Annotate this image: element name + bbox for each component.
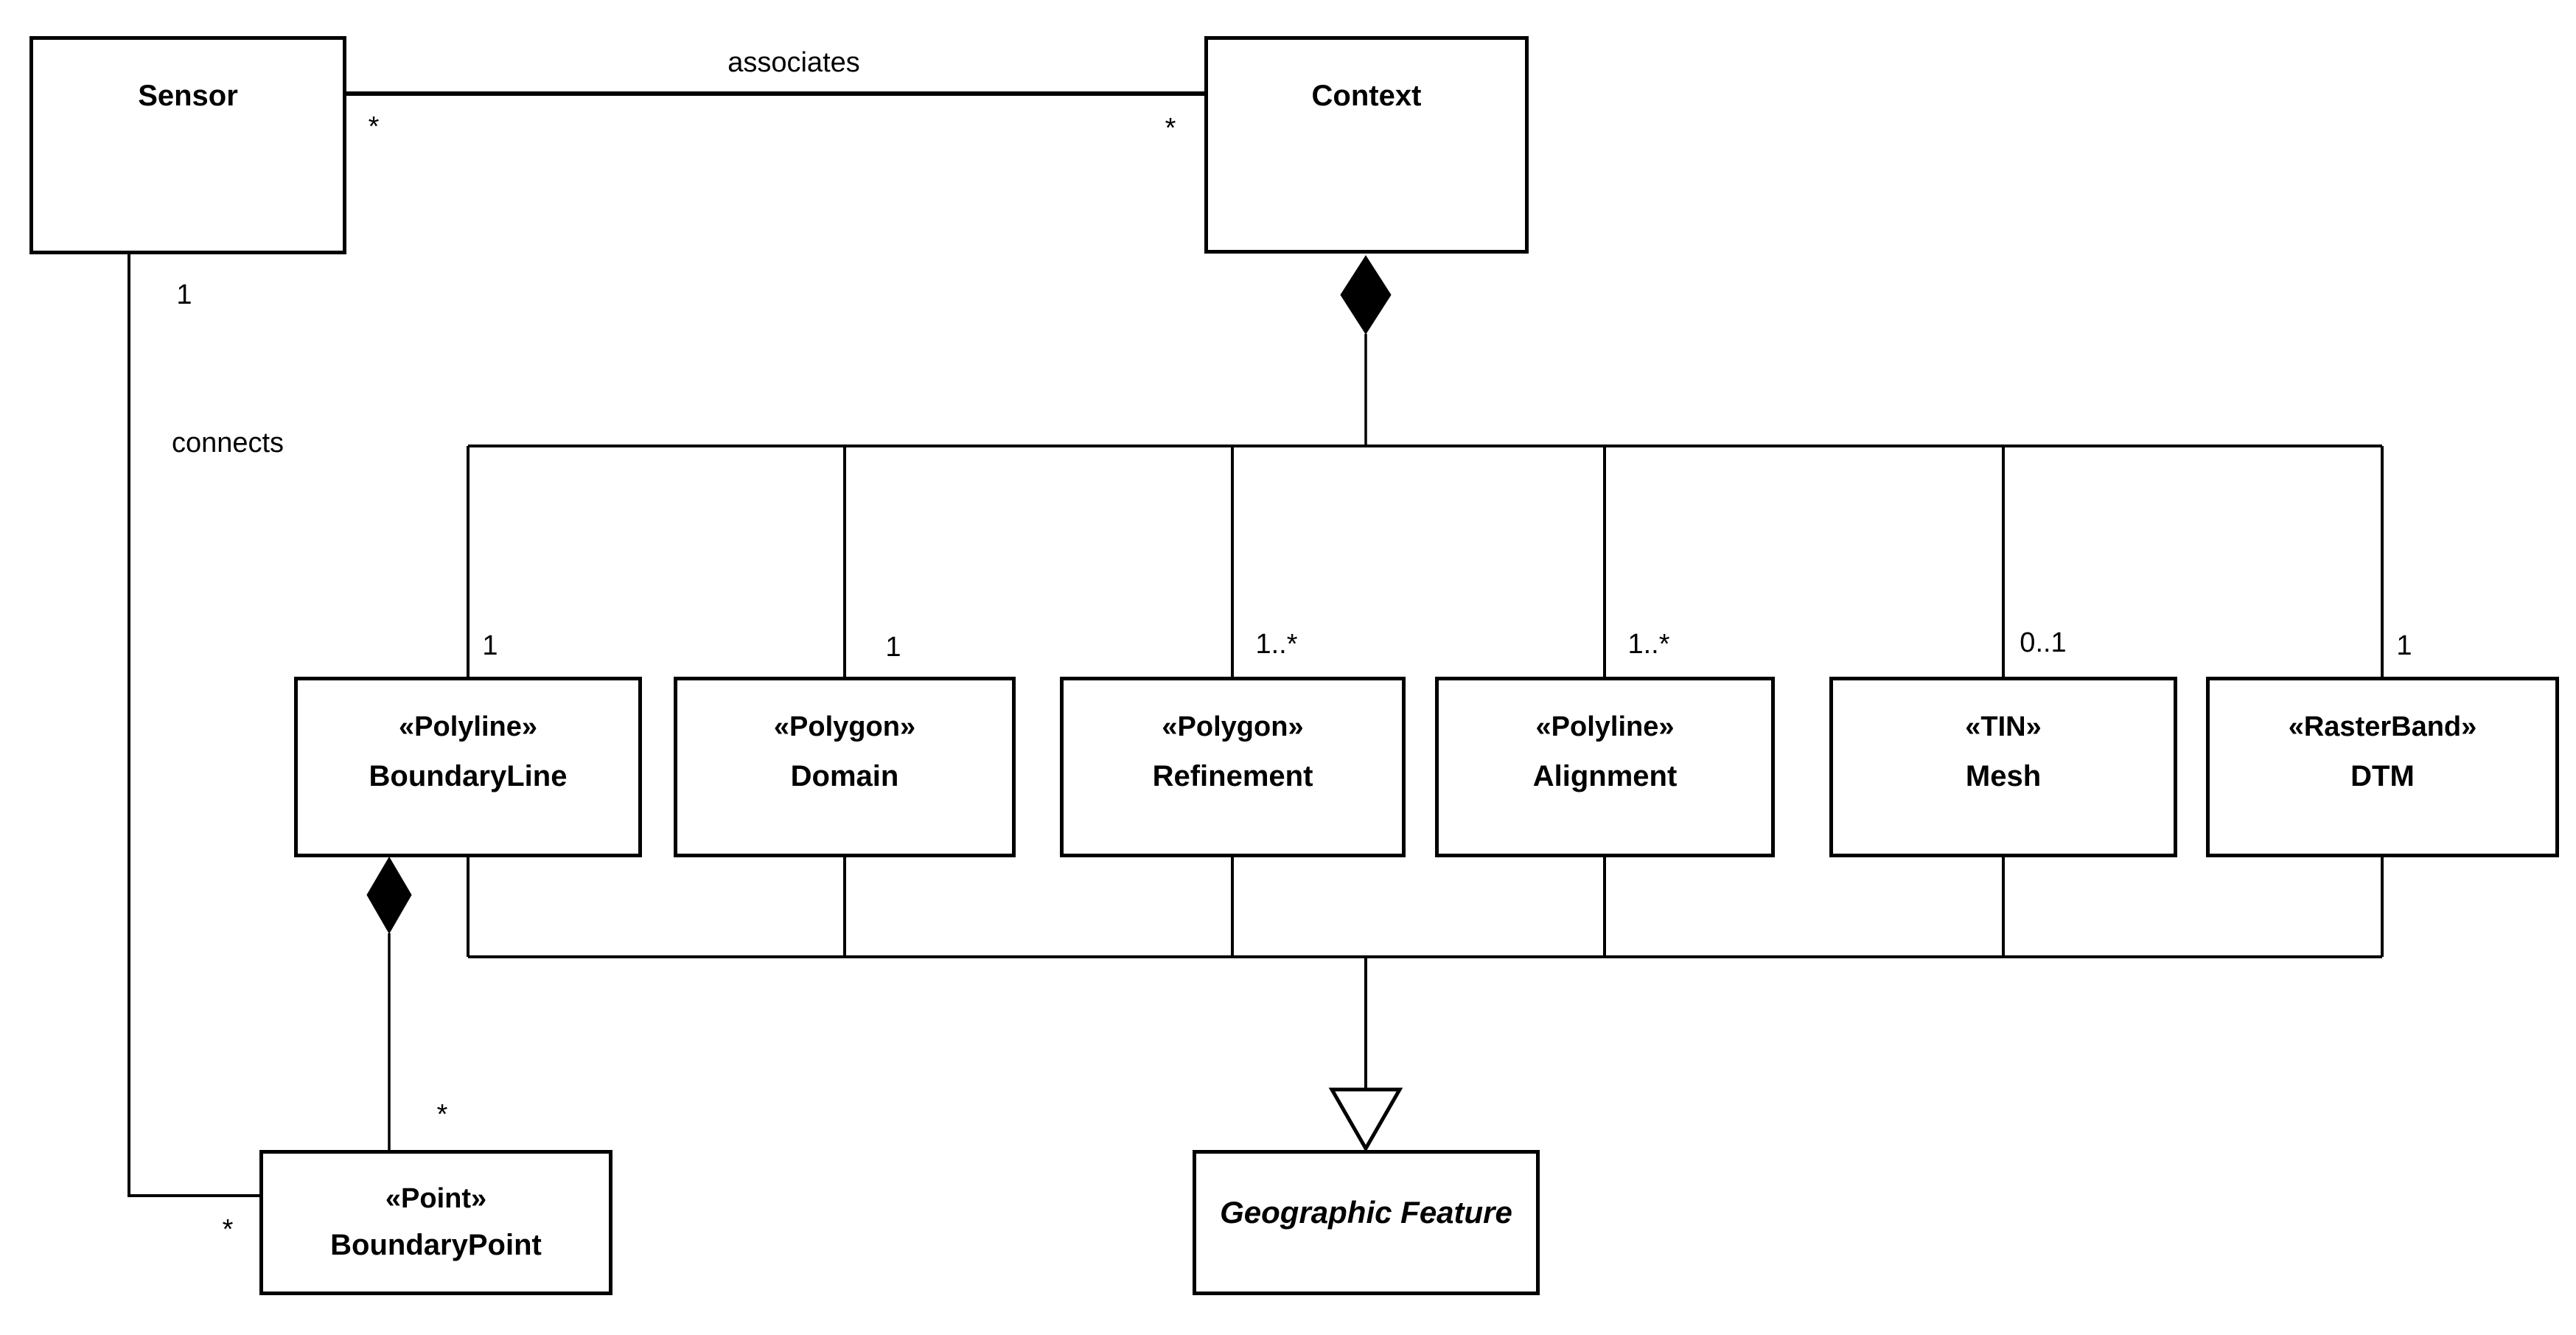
associates-label: associates <box>727 47 860 78</box>
class-refinement: «Polygon» Refinement <box>1060 677 1406 857</box>
class-name-mesh: Mesh <box>1965 760 2042 792</box>
class-domain: «Polygon» Domain <box>674 677 1016 857</box>
mult-mesh: 0..1 <box>2020 627 2067 658</box>
mult-dtm: 1 <box>2396 630 2412 661</box>
class-name-refinement: Refinement <box>1152 760 1313 792</box>
associates-mult-context: * <box>1165 113 1176 144</box>
stereotype-domain: «Polygon» <box>773 711 916 742</box>
class-alignment: «Polyline» Alignment <box>1435 677 1775 857</box>
class-name-sensor: Sensor <box>138 80 238 112</box>
class-mesh: «TIN» Mesh <box>1829 677 2177 857</box>
connects-label: connects <box>171 428 285 459</box>
class-name-dtm: DTM <box>2350 760 2415 792</box>
mult-boundarypoint-composition: * <box>436 1099 448 1130</box>
class-name-boundarypoint: BoundaryPoint <box>330 1229 542 1261</box>
generalization-triangle-icon <box>1328 1087 1403 1153</box>
connects-mult-boundarypoint: * <box>222 1214 234 1245</box>
context-composition-diamond-icon <box>1340 255 1392 335</box>
stereotype-mesh: «TIN» <box>1965 711 2042 742</box>
class-name-domain: Domain <box>790 760 899 792</box>
class-name-boundaryline: BoundaryLine <box>369 760 568 792</box>
mult-boundaryline: 1 <box>482 630 498 661</box>
boundaryline-composition-diamond-icon <box>366 857 412 935</box>
class-sensor: Sensor <box>29 36 346 254</box>
associates-mult-sensor: * <box>368 111 380 142</box>
stereotype-refinement: «Polygon» <box>1162 711 1304 742</box>
class-dtm: «RasterBand» DTM <box>2206 677 2559 857</box>
stereotype-boundarypoint: «Point» <box>385 1183 487 1214</box>
mult-refinement: 1..* <box>1255 629 1298 660</box>
class-boundaryline: «Polyline» BoundaryLine <box>294 677 642 857</box>
class-name-geographic-feature: Geographic Feature <box>1220 1195 1512 1230</box>
class-name-context: Context <box>1311 80 1422 112</box>
stereotype-alignment: «Polyline» <box>1535 711 1675 742</box>
mult-domain: 1 <box>885 632 901 663</box>
class-context: Context <box>1204 36 1529 254</box>
stereotype-dtm: «RasterBand» <box>2288 711 2477 742</box>
class-boundarypoint: «Point» BoundaryPoint <box>259 1150 612 1295</box>
connects-mult-sensor: 1 <box>176 279 192 310</box>
connects-association-line <box>128 254 259 1197</box>
class-geographic-feature: Geographic Feature <box>1193 1150 1540 1295</box>
stereotype-boundaryline: «Polyline» <box>399 711 537 742</box>
mult-alignment: 1..* <box>1627 629 1670 660</box>
class-name-alignment: Alignment <box>1532 760 1678 792</box>
